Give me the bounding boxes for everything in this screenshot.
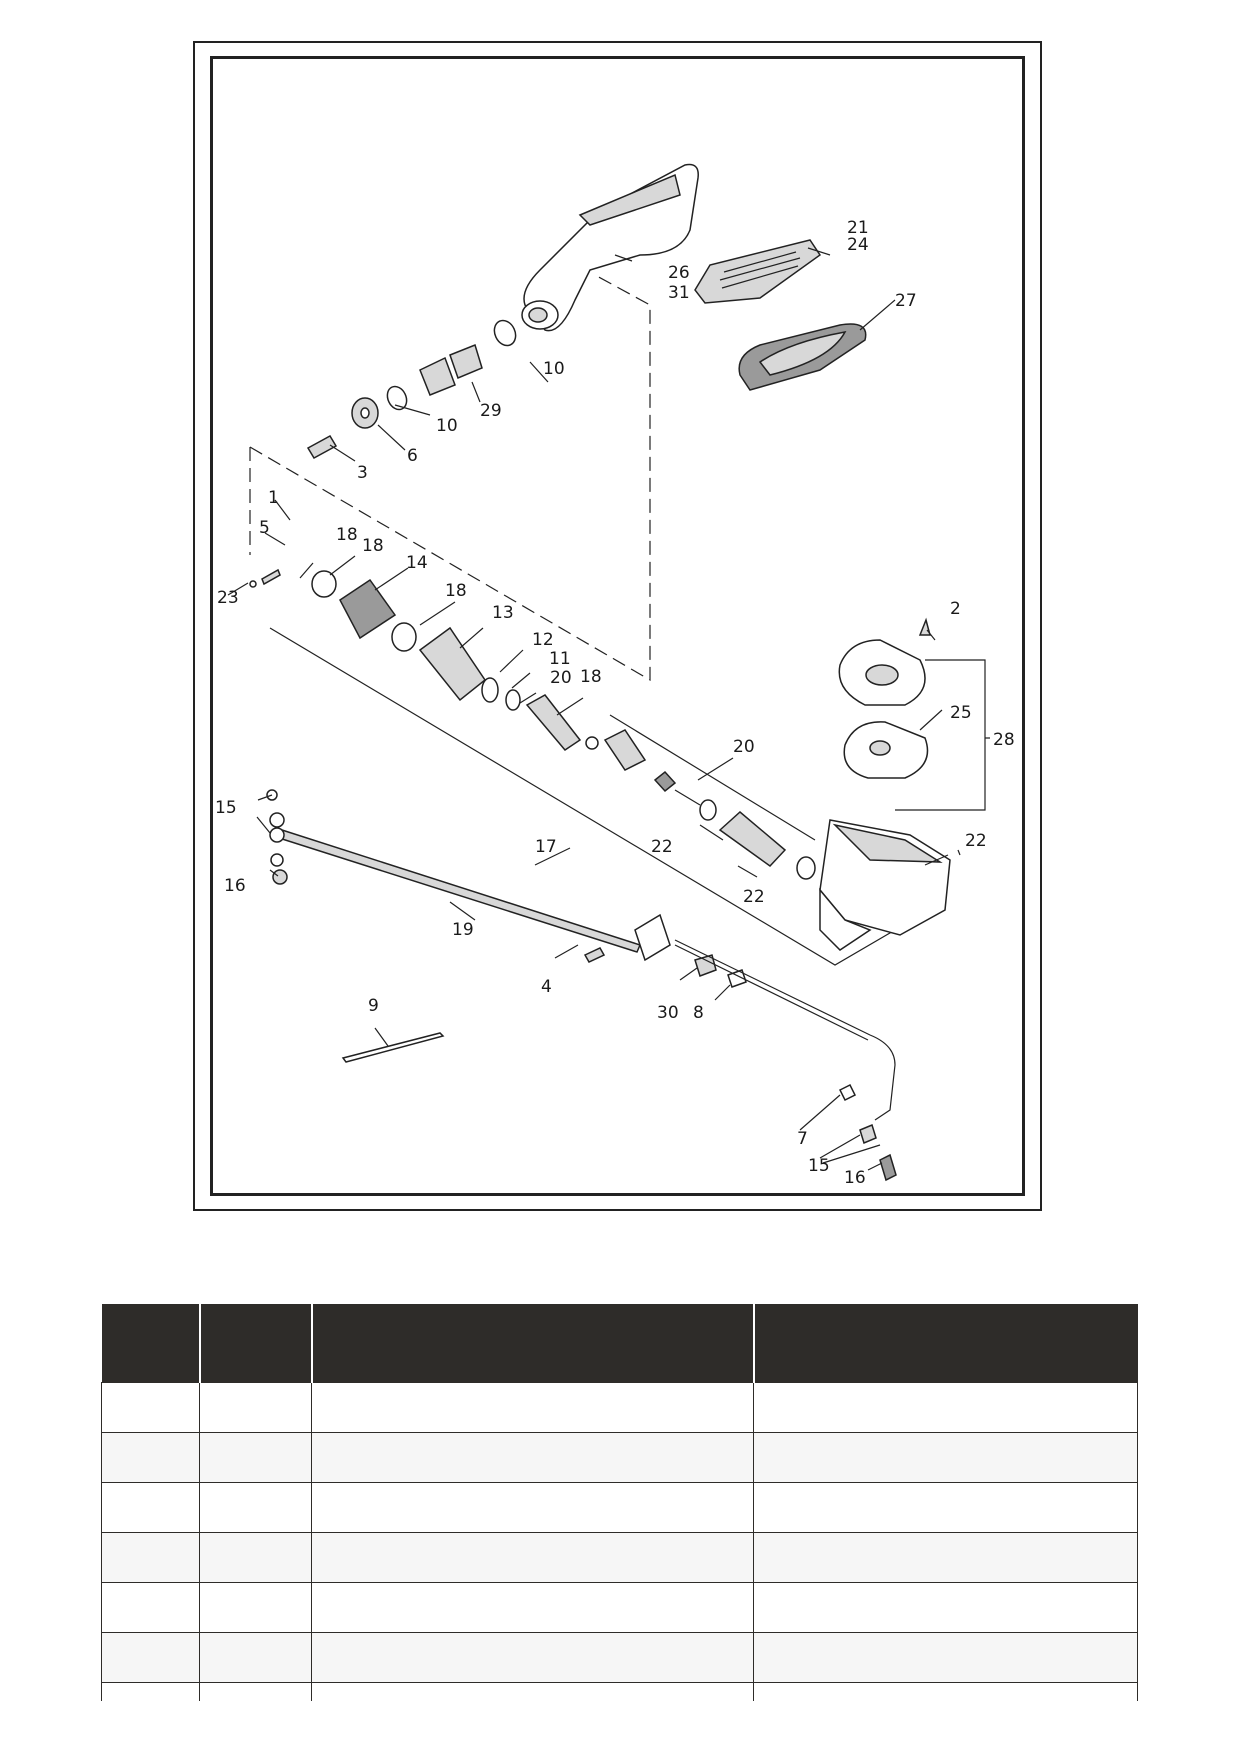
- callout-17: 17: [535, 837, 557, 857]
- table-cell: [753, 1432, 1138, 1483]
- table-row: [101, 1382, 1138, 1433]
- header-cell: [199, 1304, 313, 1383]
- reservoir-caps: [838, 617, 931, 779]
- table-cell: [311, 1682, 754, 1701]
- callout-20b: 20: [733, 737, 755, 757]
- callout-21: 21: [847, 218, 869, 238]
- bracket-28: [895, 659, 990, 811]
- pedal-pad-27: [738, 323, 867, 391]
- master-cylinder-internals: [249, 568, 816, 880]
- callout-4: 4: [541, 977, 552, 997]
- header-cell: [753, 1304, 1138, 1383]
- callout-labels: 1 2 3 4 5 6 7 8 9 10 10 11 12 13 14 15 1…: [215, 218, 1015, 1188]
- table-cell: [753, 1632, 1138, 1683]
- callout-1: 1: [268, 488, 279, 508]
- table-cell: [199, 1632, 312, 1683]
- callout-16a: 16: [224, 876, 246, 896]
- brake-pedal-arm: [521, 163, 699, 332]
- table-cell: [753, 1582, 1138, 1633]
- callout-13: 13: [492, 603, 514, 623]
- callout-18a: 18: [336, 525, 358, 545]
- table-cell: [101, 1482, 200, 1533]
- table-cell: [101, 1432, 200, 1483]
- master-cylinder-body: [819, 819, 951, 951]
- callout-29: 29: [480, 401, 502, 421]
- table-cell: [199, 1482, 312, 1533]
- callout-20a: 20: [550, 668, 572, 688]
- table-cell: [311, 1432, 754, 1483]
- table-cell: [311, 1532, 754, 1583]
- callout-10a: 10: [543, 359, 565, 379]
- callout-19: 19: [452, 920, 474, 940]
- callout-26: 26: [668, 263, 690, 283]
- table-row: [101, 1482, 1138, 1533]
- table-cell: [199, 1682, 312, 1701]
- callout-27: 27: [895, 291, 917, 311]
- pivot-hardware: [306, 319, 517, 460]
- callout-28: 28: [993, 730, 1015, 750]
- callout-14: 14: [406, 553, 428, 573]
- table-cell: [101, 1532, 200, 1583]
- callout-12: 12: [532, 630, 554, 650]
- diagram-inner-frame: [210, 56, 1025, 1196]
- table-cell: [199, 1532, 312, 1583]
- callout-7: 7: [797, 1129, 808, 1149]
- callout-30: 30: [657, 1003, 679, 1023]
- table-cell: [199, 1432, 312, 1483]
- callout-11: 11: [549, 649, 571, 669]
- callout-18b: 18: [362, 536, 384, 556]
- callout-18c: 18: [445, 581, 467, 601]
- brake-rod: [266, 789, 747, 988]
- table-row: [101, 1432, 1138, 1483]
- table-cell: [753, 1532, 1138, 1583]
- callout-22b: 22: [743, 887, 765, 907]
- callout-6: 6: [407, 446, 418, 466]
- table-cell: [311, 1382, 754, 1433]
- table-cell: [101, 1682, 200, 1701]
- table-cell: [311, 1482, 754, 1533]
- callout-15b: 15: [808, 1156, 830, 1176]
- assembly-solid-box: [269, 627, 896, 966]
- table-cell: [101, 1632, 200, 1683]
- table-row: [101, 1582, 1138, 1633]
- table-cell: [199, 1382, 312, 1433]
- leader-lines: [227, 247, 961, 1171]
- header-cell: [311, 1304, 755, 1383]
- callout-5: 5: [259, 518, 270, 538]
- callout-22c: 22: [965, 831, 987, 851]
- table-cell: [311, 1582, 754, 1633]
- callout-16b: 16: [844, 1168, 866, 1188]
- assembly-dashed-box: [249, 274, 651, 682]
- callout-10b: 10: [436, 416, 458, 436]
- callout-18d: 18: [580, 667, 602, 687]
- table-cell: [753, 1382, 1138, 1433]
- cotter-pin: [341, 1032, 445, 1063]
- callout-25: 25: [950, 703, 972, 723]
- brake-line: [674, 939, 897, 1182]
- pedal-pad-21: [694, 239, 822, 304]
- table-cell: [753, 1482, 1138, 1533]
- table-cell: [311, 1632, 754, 1683]
- callout-2: 2: [950, 599, 961, 619]
- callout-24: 24: [847, 235, 869, 255]
- table-cell: [101, 1382, 200, 1433]
- callout-8: 8: [693, 1003, 704, 1023]
- diagram-outer-frame: [193, 41, 1042, 1211]
- table-cell: [199, 1582, 312, 1633]
- table-row: [101, 1532, 1138, 1583]
- table-header-row: [101, 1304, 1138, 1383]
- parts-list-table: [101, 1304, 1138, 1701]
- header-cell: [101, 1304, 201, 1383]
- table-row: [101, 1682, 1138, 1701]
- callout-15a: 15: [215, 798, 237, 818]
- table-cell: [101, 1582, 200, 1633]
- callout-9: 9: [368, 996, 379, 1016]
- callout-31: 31: [668, 283, 690, 303]
- table-cell: [753, 1682, 1138, 1701]
- callout-22a: 22: [651, 837, 673, 857]
- callout-3: 3: [357, 463, 368, 483]
- table-row: [101, 1632, 1138, 1683]
- callout-23: 23: [217, 588, 239, 608]
